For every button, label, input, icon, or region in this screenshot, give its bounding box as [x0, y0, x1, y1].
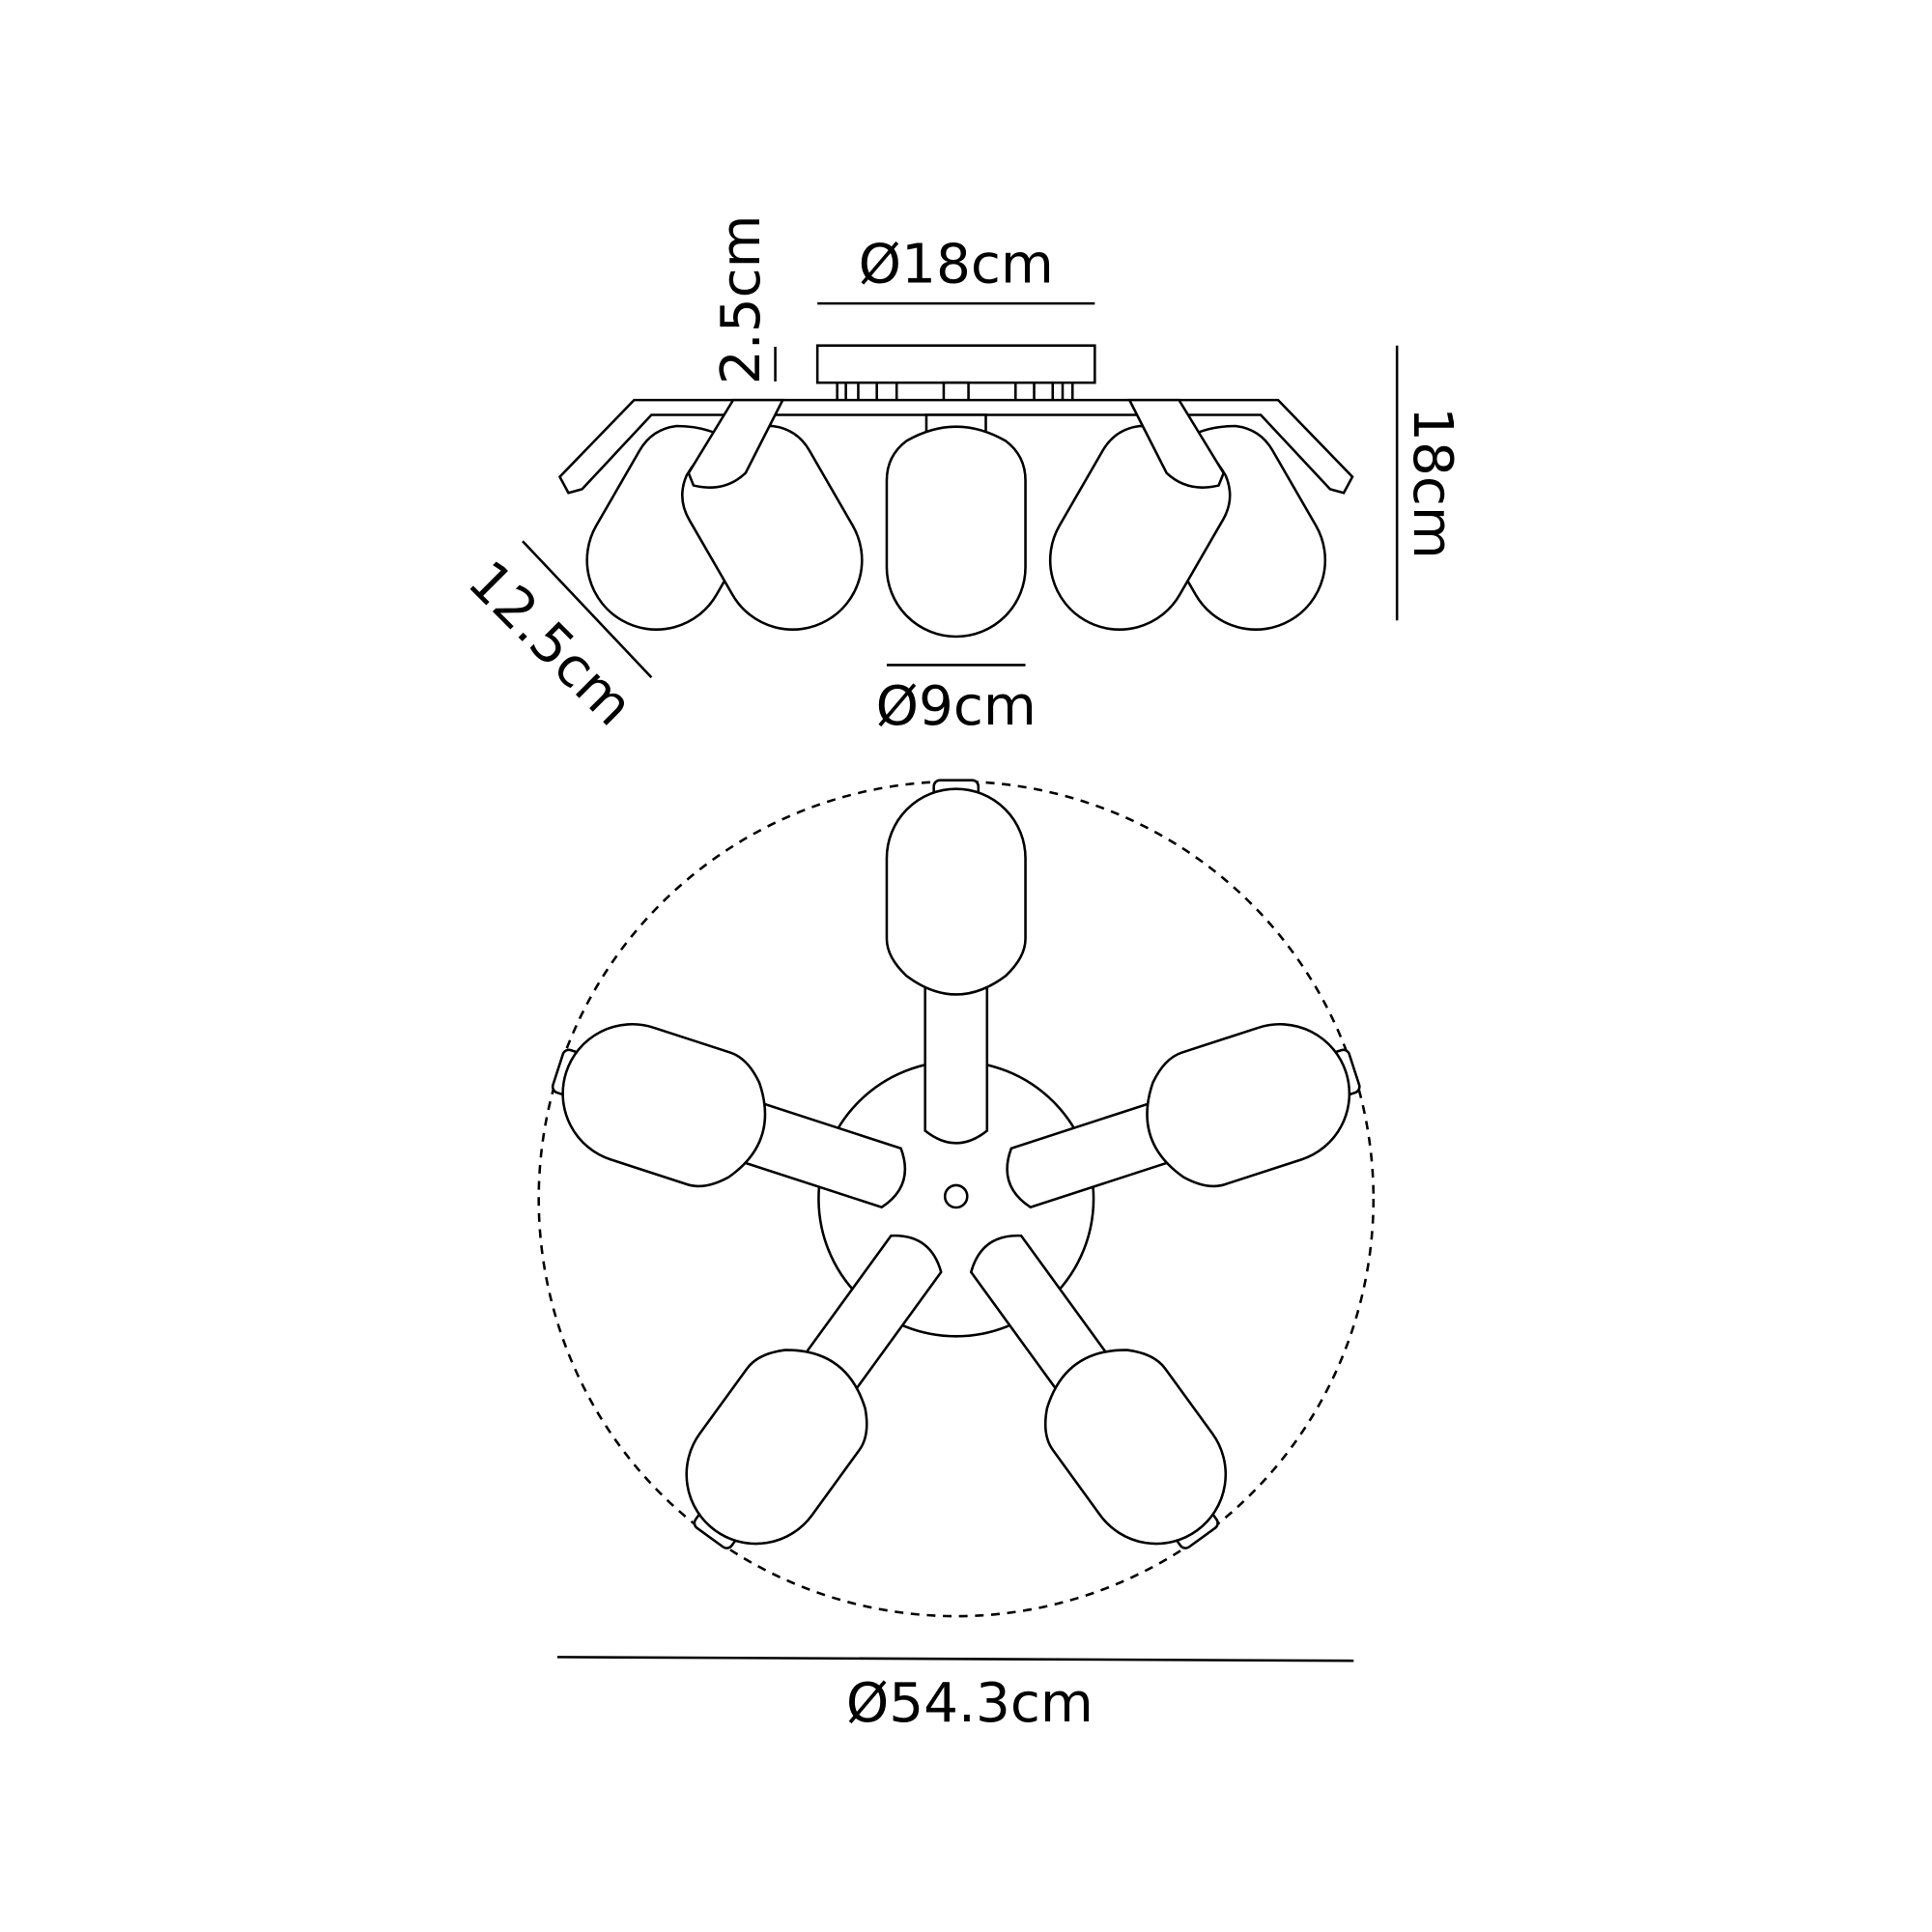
plan-arm-3	[969, 1234, 1227, 1549]
plan-arm-5	[551, 1023, 907, 1209]
side-globe-3	[885, 425, 1027, 639]
arm-frame	[557, 398, 1354, 495]
shade-diameter-label: Ø9cm	[876, 675, 1037, 738]
arm-bend-right	[1127, 398, 1226, 489]
plan-view: Ø54.3cm	[537, 779, 1376, 1735]
plan-arm-1	[885, 779, 1027, 1145]
side-view: Ø18cm 2.5cm 18cm 12.5cm Ø9cm	[456, 214, 1463, 738]
center-screw	[943, 1183, 969, 1209]
canopy-diameter-label: Ø18cm	[859, 233, 1054, 296]
depth-line	[522, 540, 653, 679]
overall-diameter-line	[556, 1656, 1354, 1662]
plan-arm-4	[685, 1234, 943, 1549]
canopy	[815, 344, 1096, 384]
arm-bend-left	[687, 398, 785, 489]
plan-arm-2	[1006, 1023, 1361, 1209]
height-label: 18cm	[1401, 407, 1463, 559]
canopy-height-label: 2.5cm	[710, 214, 773, 384]
overall-diameter-label: Ø54.3cm	[846, 1672, 1094, 1735]
